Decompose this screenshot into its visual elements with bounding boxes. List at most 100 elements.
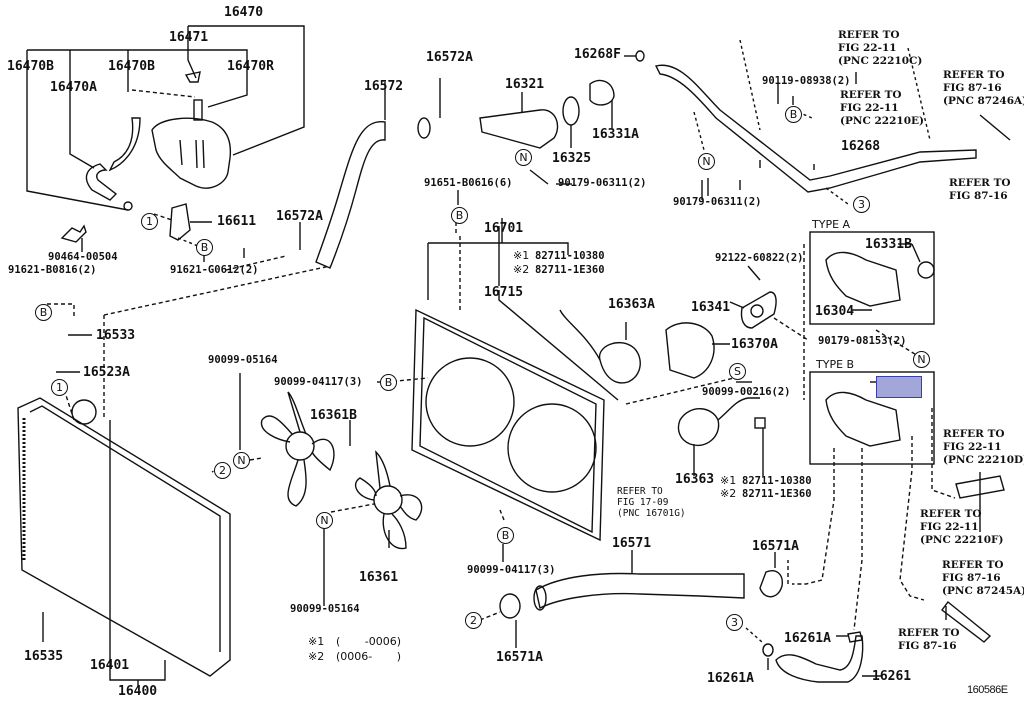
fan-motor-16363 — [677, 397, 766, 476]
figure-code: 160586E — [967, 684, 1008, 696]
part-label-16471: 16471 — [169, 30, 209, 45]
part-label-90099-04117-bottom: 90099-04117(3) — [467, 564, 556, 576]
part-label-16571a-right: 16571A — [752, 539, 799, 554]
refer-note-87-16-top[interactable]: REFER TO FIG 87-16 — [949, 177, 1011, 202]
part-label-16363a: 16363A — [608, 297, 655, 312]
part-label-16523a: 16523A — [83, 365, 130, 380]
part-label-82711-1e360-top: 82711-1E360 — [535, 264, 605, 276]
highlighted-part-callout[interactable] — [876, 376, 922, 398]
part-label-16401: 16401 — [90, 658, 130, 673]
part-label-92122-60822: 92122-60822(2) — [715, 252, 804, 264]
refer-note-22210f[interactable]: REFER TO FIG 22-11 (PNC 22210F) — [920, 508, 1004, 546]
callout-marker-n-05164-bottom: N — [316, 512, 333, 529]
part-label-90179-06311-a: 90179-06311(2) — [558, 177, 647, 189]
bracket-16611 — [169, 203, 212, 247]
part-label-90099-05164-bottom: 90099-05164 — [290, 603, 360, 615]
type-b-title: TYPE B — [816, 358, 855, 371]
part-label-16470b-left: 16470B — [7, 59, 54, 74]
part-label-90099-04117-top: 90099-04117(3) — [274, 376, 363, 388]
part-label-82711-10380-bottom: 82711-10380 — [742, 475, 812, 487]
part-label-90464-00504: 90464-00504 — [48, 251, 118, 263]
footnote-symbol-1: ※1 — [308, 635, 325, 648]
callout-marker-n-16268: N — [698, 153, 715, 170]
upper-hose-16572 — [315, 78, 441, 269]
part-label-90119-08938: 90119-08938(2) — [762, 75, 851, 87]
part-label-16325: 16325 — [552, 151, 592, 166]
part-label-16268f: 16268F — [574, 47, 621, 62]
refer-note-22210c[interactable]: REFER TO FIG 22-11 (PNC 22210C) — [838, 29, 923, 67]
lower-hose-16571 — [499, 550, 783, 619]
footnote-mark-1-top: ※1 — [513, 249, 530, 262]
part-label-16571a-left: 16571A — [496, 650, 543, 665]
part-label-82711-10380-top: 82711-10380 — [535, 250, 605, 262]
part-label-16572a-left: 16572A — [276, 209, 323, 224]
part-label-16341: 16341 — [691, 300, 731, 315]
callout-marker-n-08153: N — [913, 351, 930, 368]
part-label-91621-b0816: 91621-B0816(2) — [8, 264, 97, 276]
part-label-16701: 16701 — [484, 221, 524, 236]
refer-note-22210d[interactable]: REFER TO FIG 22-11 (PNC 22210D) — [943, 428, 1024, 466]
fan-motor-16363A — [559, 309, 641, 384]
type-a-title: TYPE A — [812, 218, 851, 231]
radiator-16400 — [17, 397, 231, 686]
fan-shroud-16701 — [411, 218, 619, 542]
part-label-16370a: 16370A — [731, 337, 778, 352]
part-label-16470r: 16470R — [227, 59, 274, 74]
part-label-91651-b0616: 91651-B0616(6) — [424, 177, 513, 189]
part-label-16331a: 16331A — [592, 127, 639, 142]
part-label-16470a: 16470A — [50, 80, 97, 95]
footnote-range-2: (0006- ) — [336, 650, 402, 663]
connector-dashes — [47, 213, 789, 621]
clip-90464 — [60, 224, 87, 243]
reservoir-leader-lines — [26, 25, 305, 211]
part-label-16331b: 16331B — [865, 237, 912, 252]
fan-16361B — [260, 391, 335, 507]
refer-note-87245a[interactable]: REFER TO FIG 87-16 (PNC 87245A) — [942, 559, 1024, 597]
part-label-91621-g0612: 91621-G0612(2) — [170, 264, 259, 276]
part-label-16400: 16400 — [118, 684, 158, 699]
part-label-16363: 16363 — [675, 472, 715, 487]
refer-note-87246a[interactable]: REFER TO FIG 87-16 (PNC 87246A) — [943, 69, 1024, 107]
part-label-90179-06311-b: 90179-06311(2) — [673, 196, 762, 208]
callout-marker-3-bottom: 3 — [726, 614, 743, 631]
water-outlet-16321 — [479, 50, 645, 149]
callout-marker-b-91621: B — [196, 239, 213, 256]
part-label-16533: 16533 — [96, 328, 136, 343]
callout-marker-1-radiator: 1 — [51, 379, 68, 396]
part-label-16361b: 16361B — [310, 408, 357, 423]
refer-note-22210e[interactable]: REFER TO FIG 22-11 (PNC 22210E) — [840, 89, 924, 127]
part-label-16304: 16304 — [815, 304, 855, 319]
part-label-16361: 16361 — [359, 570, 399, 585]
part-label-16470: 16470 — [224, 5, 264, 20]
part-label-16261a-bottom: 16261A — [707, 671, 754, 686]
part-label-16321: 16321 — [505, 77, 545, 92]
refer-note-87-16-bottom[interactable]: REFER TO FIG 87-16 — [898, 627, 960, 652]
part-label-16572a-top: 16572A — [426, 50, 473, 65]
callout-marker-3-top: 3 — [853, 196, 870, 213]
callout-marker-b-04117-bottom: B — [497, 527, 514, 544]
reservoir-hoses — [85, 117, 141, 211]
type-b-box — [792, 371, 956, 631]
part-label-90179-08153: 90179-08153(2) — [818, 335, 907, 347]
refer-note-16701g[interactable]: REFER TO FIG 17-09 (PNC 16701G) — [617, 486, 686, 519]
part-label-90099-05164-top: 90099-05164 — [208, 354, 278, 366]
footnote-symbol-2: ※2 — [308, 650, 325, 663]
part-label-90099-00216: 90099-00216(2) — [702, 386, 791, 398]
callout-marker-2-bottom: 2 — [465, 612, 482, 629]
part-label-16268: 16268 — [841, 139, 881, 154]
gasket-16341 — [729, 265, 809, 341]
callout-marker-b-91651: B — [451, 207, 468, 224]
reservoir-tank-shape — [151, 71, 232, 189]
callout-marker-1-top: 1 — [141, 213, 158, 230]
part-label-16715: 16715 — [484, 285, 524, 300]
callout-marker-n-16321: N — [515, 149, 532, 166]
part-label-16261: 16261 — [872, 669, 912, 684]
lower-hose-16261 — [745, 627, 882, 683]
fan-shroud-16370A — [665, 322, 730, 379]
type-a-box — [803, 231, 935, 400]
leader-lines — [42, 84, 779, 648]
heater-hoses-right — [941, 472, 1005, 643]
part-label-16571: 16571 — [612, 536, 652, 551]
footnote-mark-1-bottom: ※1 — [720, 474, 737, 487]
